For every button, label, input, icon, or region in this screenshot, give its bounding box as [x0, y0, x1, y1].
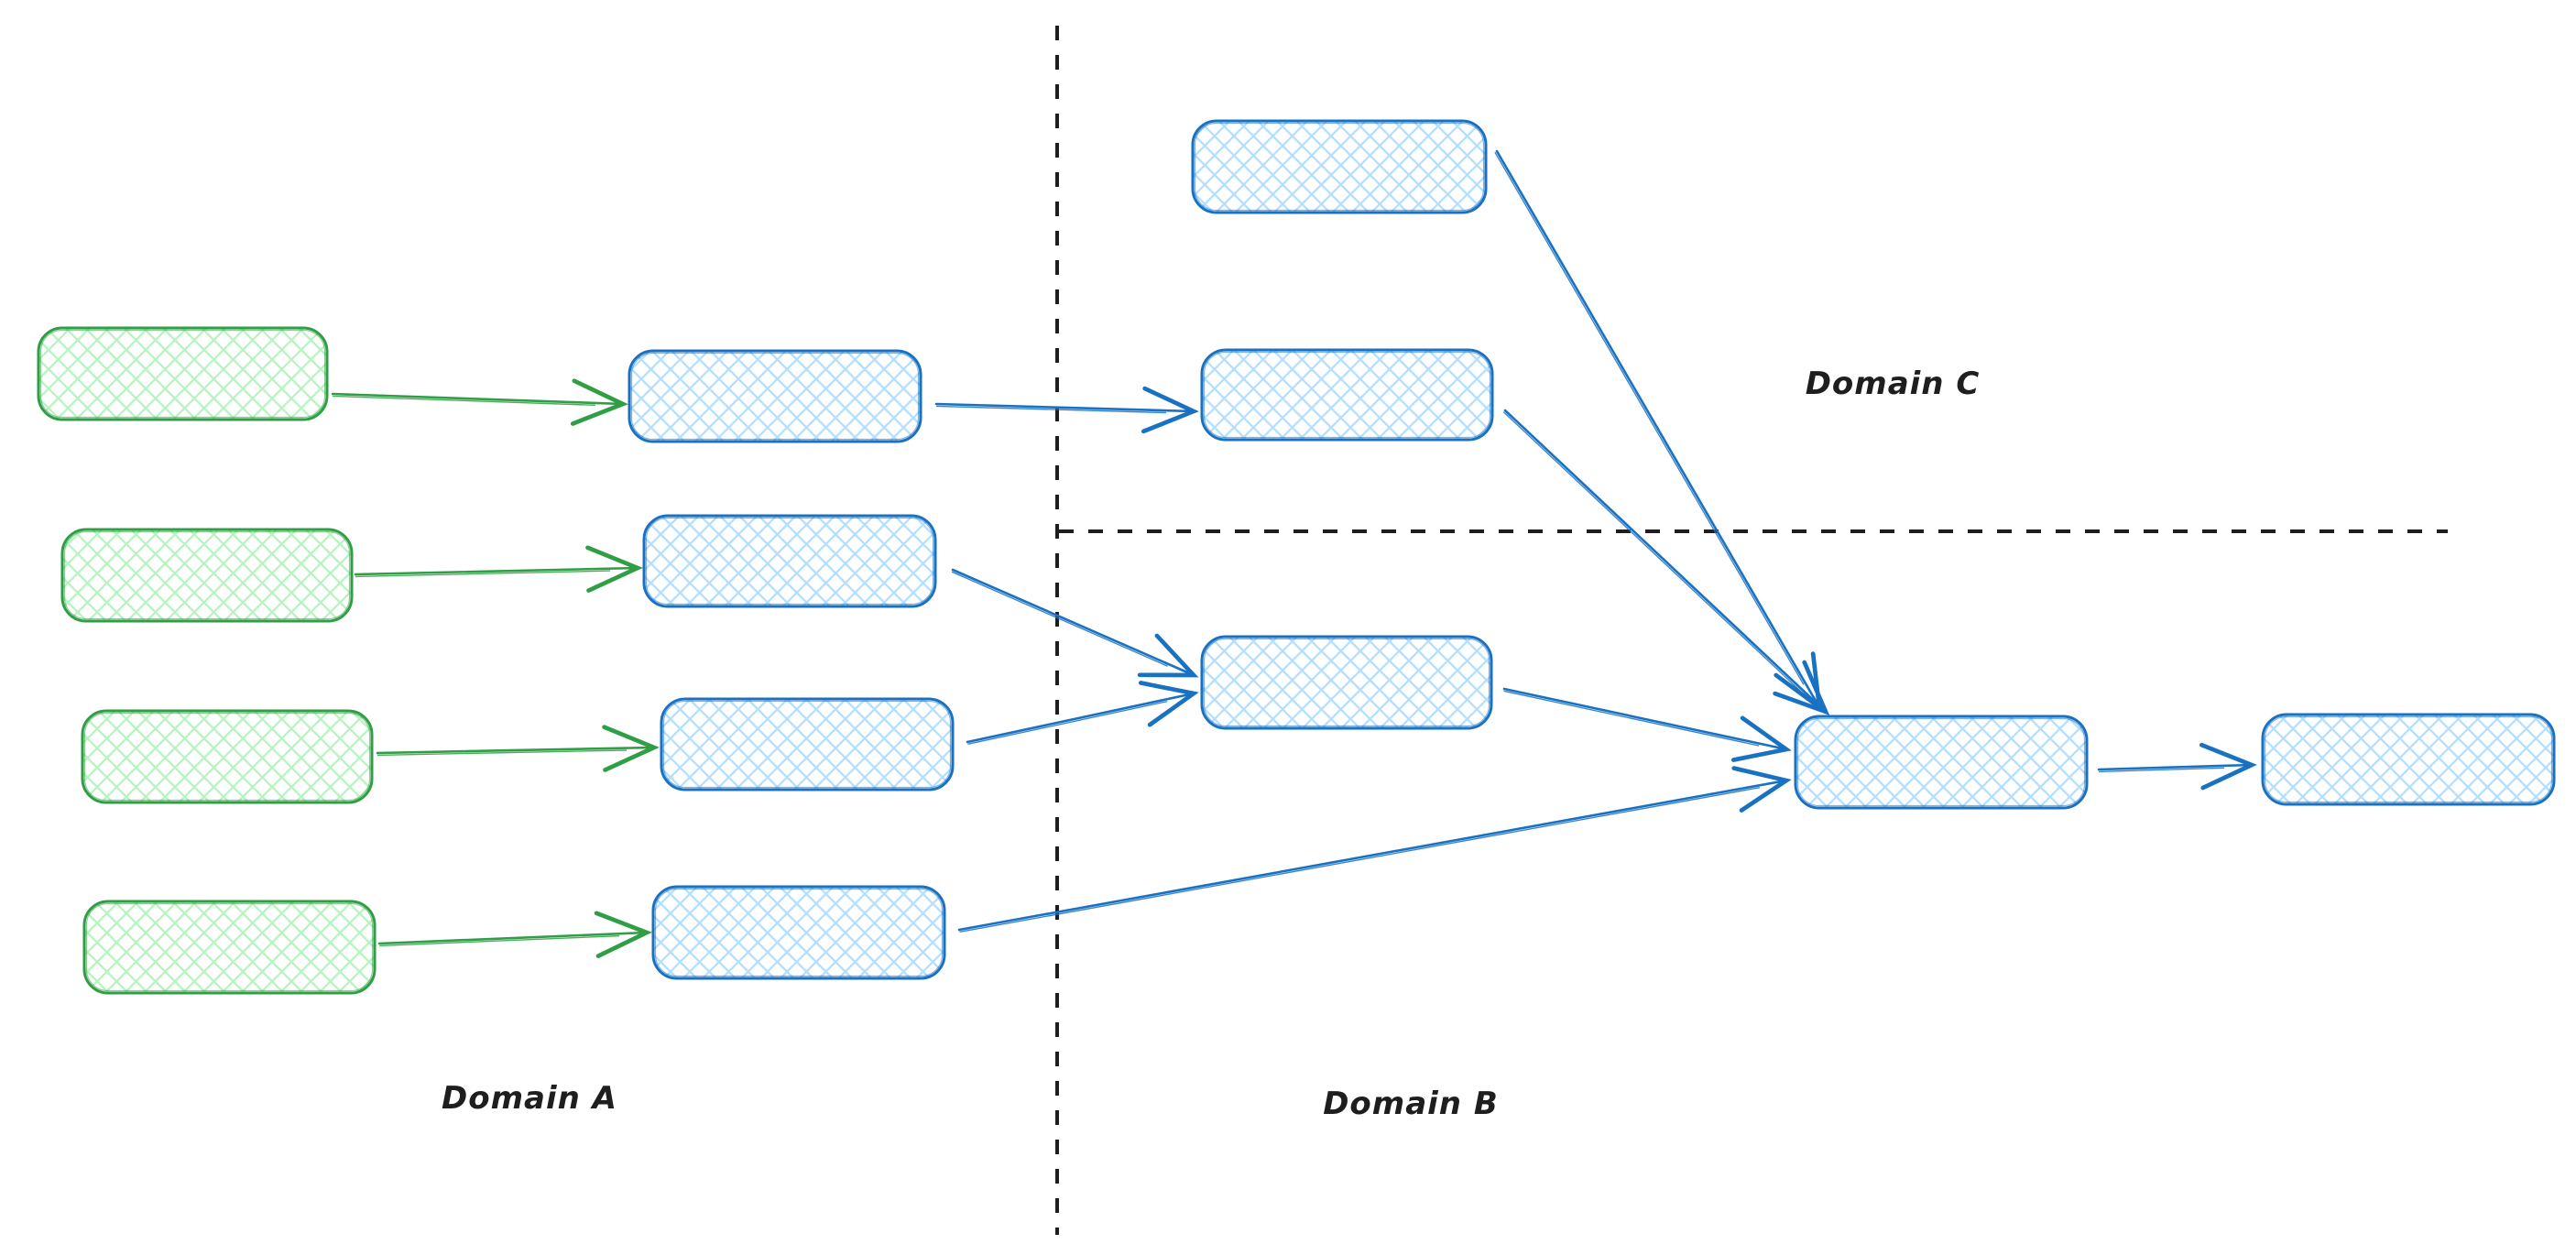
domain-b-output-box-sketch-border — [2264, 715, 2553, 803]
edge-source2-to-process2-sketch-stroke — [355, 570, 611, 578]
edge-process3-to-domainb1 — [966, 681, 1199, 744]
edge-process2-to-domainb1 — [951, 568, 1199, 678]
edge-source1-to-process1-sketch-stroke — [332, 395, 595, 407]
edge-source4-to-process4 — [377, 911, 652, 958]
domain-b-label: Domain B — [1323, 1086, 1499, 1122]
domain-c-box-2-sketch-border — [1203, 351, 1491, 439]
edge-source1-to-process1 — [331, 378, 628, 426]
edge-process2-to-domainb1-sketch-stroke — [951, 571, 1168, 667]
domain-a-process-box-4-sketch-border — [654, 888, 944, 977]
domain-a-source-box-4-sketch-border — [85, 902, 374, 992]
domain-a-process-box-1-sketch-border — [630, 352, 920, 441]
edges-layer — [331, 149, 2257, 958]
edge-domainc2-to-hub — [1503, 409, 1830, 716]
domain-c-label: Domain C — [1806, 366, 1981, 402]
domain-a-process-box-4 — [651, 885, 946, 980]
edge-domainc2-to-hub-sketch-stroke — [1502, 411, 1805, 695]
domain-a-source-box-3 — [81, 709, 374, 804]
edge-source2-to-process2 — [354, 545, 643, 593]
domain-a-process-box-2-sketch-border — [645, 517, 934, 606]
edge-domainc1-to-hub — [1495, 149, 1822, 713]
edge-source3-to-process3-sketch-stroke — [377, 749, 628, 757]
edge-source4-to-process4-sketch-stroke — [379, 934, 620, 947]
domain-a-source-box-2 — [60, 528, 354, 623]
domain-a-source-box-2-sketch-border — [63, 530, 351, 620]
domain-a-process-box-3-sketch-border — [662, 700, 952, 789]
domain-c-box-1-sketch-border — [1194, 122, 1485, 212]
domain-b-hub-box-sketch-border — [1796, 717, 2086, 807]
edge-process4-to-hub — [957, 766, 1792, 932]
edge-domainb1-to-hub-sketch-stroke — [1503, 690, 1760, 747]
domain-b-hub-box — [1794, 715, 2089, 810]
edge-process1-to-domainc2 — [934, 386, 1199, 434]
edge-source3-to-process3 — [376, 725, 660, 772]
nodes-layer — [37, 119, 2556, 995]
domain-a-process-box-3 — [660, 697, 955, 791]
domain-a-label: Domain A — [442, 1080, 617, 1117]
edge-process3-to-domainb1-sketch-stroke — [967, 700, 1168, 746]
domain-c-box-2 — [1200, 348, 1494, 442]
domain-a-process-box-1 — [628, 349, 922, 443]
domain-a-source-box-1-sketch-border — [39, 329, 326, 419]
domain-c-box-1 — [1191, 119, 1488, 214]
domain-b-box-1 — [1200, 635, 1493, 730]
domain-b-box-1-sketch-border — [1203, 638, 1490, 727]
domain-a-source-box-3-sketch-border — [83, 712, 371, 802]
domain-a-source-box-4 — [82, 900, 377, 995]
labels-layer: Domain A Domain B Domain C — [442, 366, 1981, 1122]
edge-process4-to-hub-sketch-stroke — [959, 787, 1761, 933]
edge-hub-to-output — [2097, 742, 2257, 791]
boundaries-layer — [1055, 26, 2448, 1235]
edge-domainc1-to-hub-sketch-stroke — [1494, 151, 1805, 685]
domain-a-process-box-2 — [642, 514, 937, 608]
domain-b-output-box — [2261, 713, 2556, 806]
domain-a-source-box-1 — [37, 326, 329, 421]
edge-process1-to-domainc2-sketch-stroke — [935, 405, 1166, 414]
edge-domainb1-to-hub — [1502, 687, 1792, 762]
